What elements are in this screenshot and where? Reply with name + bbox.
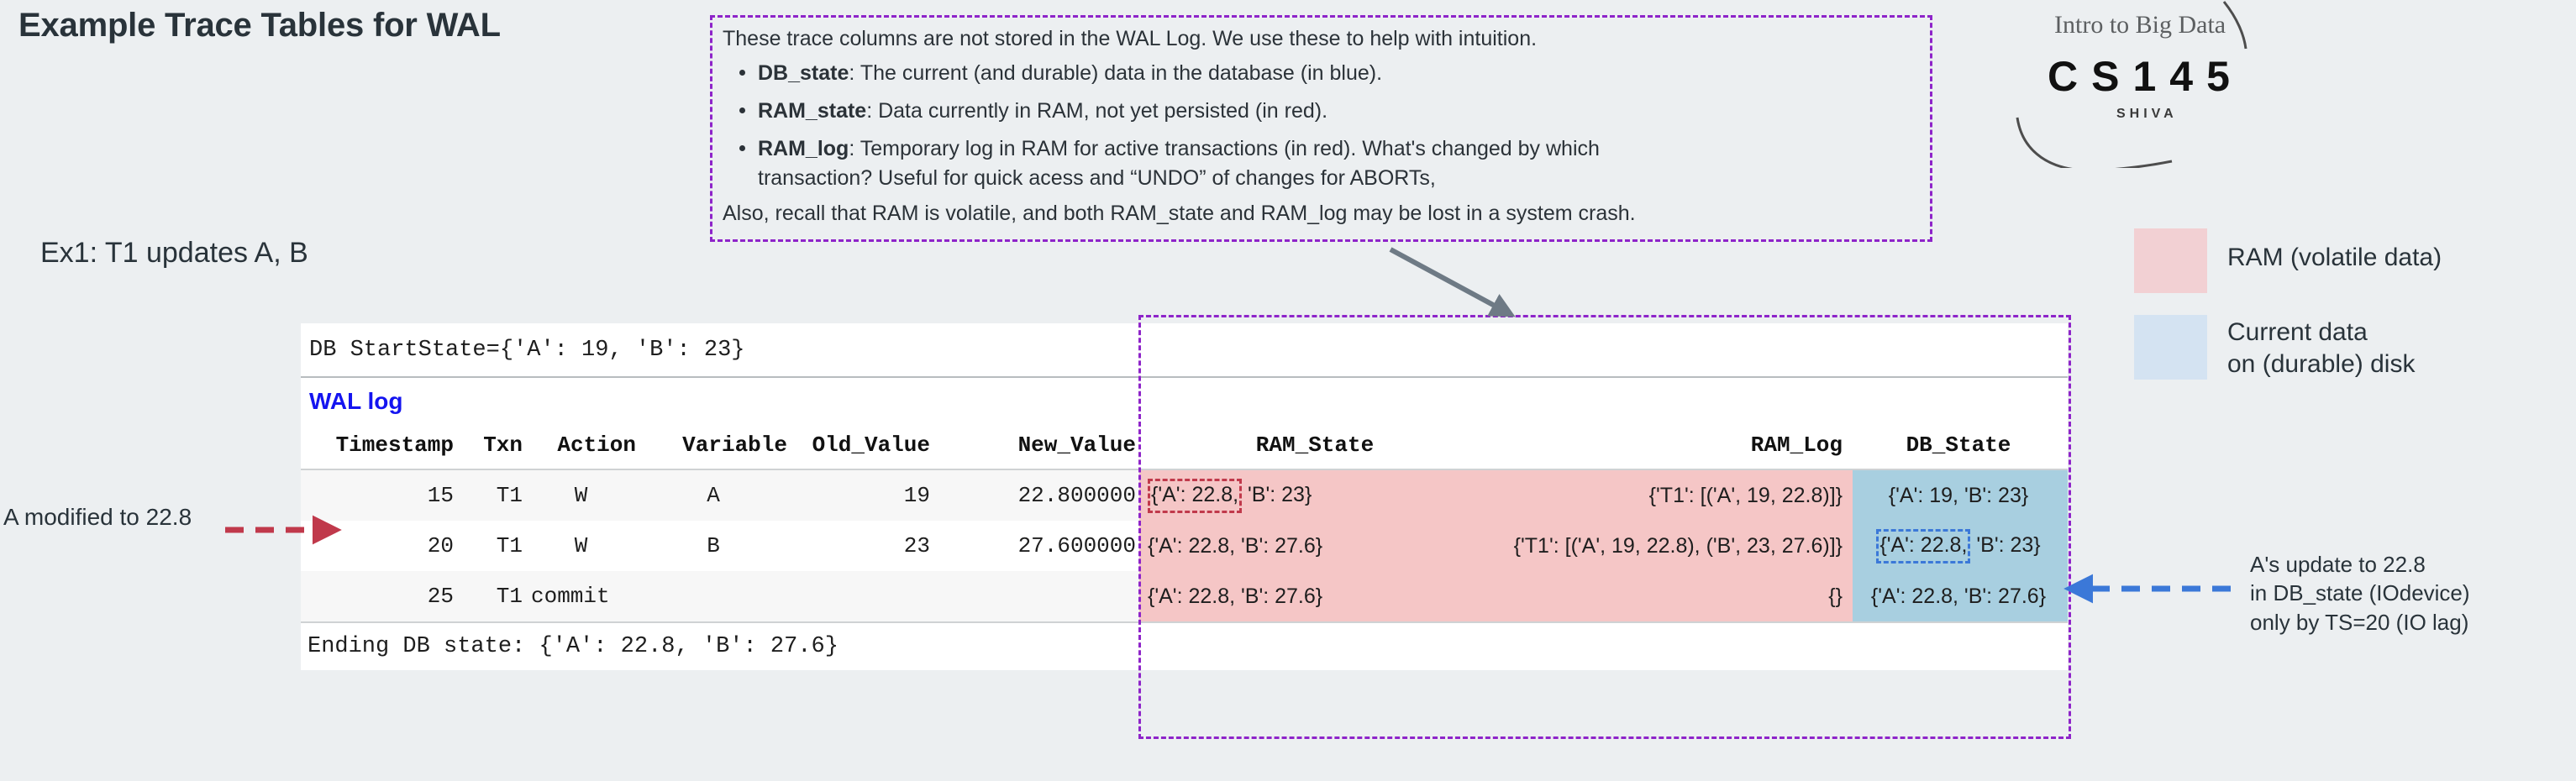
cell-variable: B — [707, 533, 720, 558]
wal-table-body: 15 T1 W A 19 22.800000 {'A': 22.8, 'B': … — [301, 469, 2068, 621]
cell-variable: A — [639, 469, 791, 521]
col-header-new-value: New_Value — [933, 422, 1139, 470]
note-footer-text: Also, recall that RAM is volatile, and b… — [723, 201, 1636, 225]
table-row: 15 T1 W A 19 22.800000 {'A': 22.8, 'B': … — [301, 469, 2068, 521]
wal-log-title: WAL log — [309, 388, 403, 414]
cell-txn: T1 — [457, 469, 526, 521]
cell-variable — [639, 571, 791, 621]
note-bullet-ram-log: RAM_log: Temporary log in RAM for active… — [723, 134, 1920, 193]
note-bullet-text: : Temporary log in RAM for active transa… — [849, 136, 1600, 160]
cell-old-value: 23 — [903, 533, 930, 558]
right-annotation-line2: in DB_state (IOdevice) — [2250, 580, 2470, 606]
cell-new-value: 27.600000 — [1017, 533, 1136, 558]
note-bullet-list: DB_state: The current (and durable) data… — [723, 59, 1920, 193]
db-state-highlight: {'A': 22.8, — [1876, 528, 1971, 563]
note-bullet-ram-state: RAM_state: Data currently in RAM, not ye… — [723, 97, 1920, 126]
right-annotation-line3: only by TS=20 (IO lag) — [2250, 609, 2469, 635]
trace-columns-note-box: These trace columns are not stored in th… — [710, 15, 1932, 242]
note-bullet-text: : Data currently in RAM, not yet persist… — [866, 98, 1328, 123]
col-header-db-state: DB_State — [1853, 422, 2068, 470]
cell-action: W — [574, 533, 588, 558]
note-bullet-term: RAM_log — [758, 136, 849, 160]
wal-table: Timestamp Txn Action Variable Old_Value … — [301, 422, 2068, 621]
right-annotation-text: A's update to 22.8 in DB_state (IOdevice… — [2250, 550, 2470, 637]
logo-author: SHIVA — [2116, 107, 2178, 121]
table-row: 20 T1 W B 23 27.600000 {'A': 22.8, 'B': … — [301, 521, 2068, 571]
example-heading: Ex1: T1 updates A, B — [40, 237, 308, 269]
note-bullet-db-state: DB_state: The current (and durable) data… — [723, 59, 1920, 88]
db-state-rest: 'B': 23} — [1970, 532, 2041, 557]
note-bullet-term: DB_state — [758, 60, 849, 85]
legend-label-disk-line2: on (durable) disk — [2227, 350, 2416, 379]
col-header-action: Action — [526, 422, 639, 470]
col-header-variable: Variable — [639, 422, 791, 470]
ending-db-state-row: Ending DB state: {'A': 22.8, 'B': 27.6} — [301, 621, 2068, 670]
cell-ram-log: {'T1': [('A', 19, 22.8), ('B', 23, 27.6)… — [1485, 521, 1853, 571]
logo-arc-icon — [2016, 1, 2247, 168]
cell-new-value: 22.800000 — [933, 469, 1139, 521]
cell-db-state: {'A': 22.8, 'B': 27.6} — [1853, 571, 2068, 621]
cell-timestamp: 20 — [427, 533, 454, 558]
cell-timestamp: 25 — [301, 571, 457, 621]
logo-title: CS145 — [2048, 53, 2243, 100]
bullet-dot-icon — [739, 107, 745, 113]
note-pointer-arrow-icon — [1389, 247, 1516, 317]
note-bullet-continuation: transaction? Useful for quick acess and … — [758, 165, 1436, 190]
left-annotation-text: A modified to 22.8 — [3, 504, 192, 530]
db-start-state-row: DB StartState={'A': 19, 'B': 23} — [301, 323, 2068, 378]
legend-label-ram: RAM (volatile data) — [2227, 244, 2442, 271]
cell-timestamp: 15 — [301, 469, 457, 521]
cell-ram-log: {'T1': [('A', 19, 22.8)]} — [1485, 469, 1853, 521]
legend-swatch-ram — [2134, 228, 2207, 293]
page-title: Example Trace Tables for WAL — [18, 7, 501, 44]
cell-ram-log: {} — [1485, 571, 1853, 621]
legend-label-disk: Current data on (durable) disk — [2227, 315, 2415, 381]
legend-item-disk: Current data on (durable) disk — [2134, 315, 2571, 381]
cell-old-value — [791, 571, 933, 621]
cell-ram-state: {'A': 22.8, 'B': 23} — [1139, 469, 1485, 521]
legend-item-ram: RAM (volatile data) — [2134, 228, 2571, 293]
col-header-old-value: Old_Value — [791, 422, 933, 470]
course-logo: Intro to Big Data CS145 SHIVA — [2012, 0, 2289, 168]
ram-state-rest: 'B': 23} — [1242, 482, 1312, 506]
col-header-txn: Txn — [457, 422, 526, 470]
col-header-ram-state: RAM_State — [1139, 422, 1485, 470]
cell-txn: T1 — [457, 571, 526, 621]
right-annotation-line1: A's update to 22.8 — [2250, 552, 2426, 577]
legend-label-disk-line1: Current data — [2227, 318, 2368, 346]
col-header-timestamp: Timestamp — [301, 422, 457, 470]
cell-txn: T1 — [496, 533, 523, 558]
db-start-state-text: DB StartState={'A': 19, 'B': 23} — [309, 337, 745, 363]
logo-subtitle: Intro to Big Data — [2054, 11, 2226, 39]
table-row: 25 T1 commit {'A': 22.8, 'B': 27.6} {} {… — [301, 571, 2068, 621]
cell-action: commit — [526, 571, 639, 621]
legend: RAM (volatile data) Current data on (dur… — [2134, 228, 2571, 403]
cell-old-value: 19 — [791, 469, 933, 521]
bullet-dot-icon — [739, 144, 745, 151]
cell-ram-state: {'A': 22.8, 'B': 27.6} — [1139, 521, 1485, 571]
bullet-dot-icon — [739, 69, 745, 76]
cell-new-value — [933, 571, 1139, 621]
note-bullet-text: : The current (and durable) data in the … — [849, 60, 1383, 85]
ram-state-highlight: {'A': 22.8, — [1148, 478, 1243, 513]
wal-header-row: Timestamp Txn Action Variable Old_Value … — [301, 422, 2068, 470]
wal-table-head: Timestamp Txn Action Variable Old_Value … — [301, 422, 2068, 470]
note-bullet-term: RAM_state — [758, 98, 867, 123]
col-header-ram-log: RAM_Log — [1485, 422, 1853, 470]
note-intro-text: These trace columns are not stored in th… — [723, 27, 1538, 50]
cell-db-state: {'A': 22.8, 'B': 23} — [1853, 521, 2068, 571]
ending-db-state-text: Ending DB state: {'A': 22.8, 'B': 27.6} — [308, 634, 839, 659]
wal-trace-table-panel: DB StartState={'A': 19, 'B': 23} WAL log… — [301, 323, 2068, 670]
legend-swatch-disk — [2134, 315, 2207, 380]
cell-action: W — [526, 469, 639, 521]
cell-ram-state: {'A': 22.8, 'B': 27.6} — [1139, 571, 1485, 621]
cell-db-state: {'A': 19, 'B': 23} — [1853, 469, 2068, 521]
